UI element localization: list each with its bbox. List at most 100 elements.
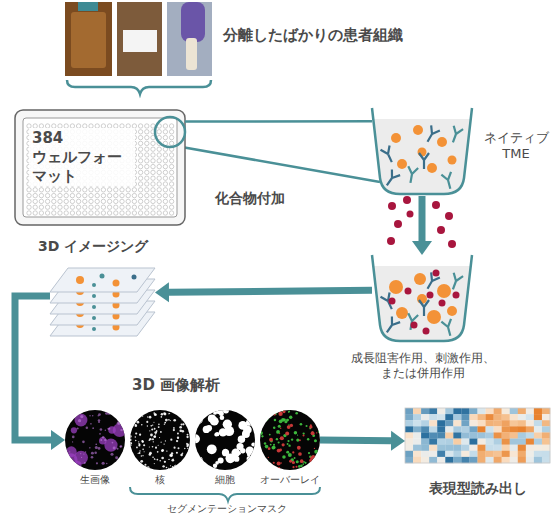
heatmap-cells-part	[478, 432, 486, 438]
micrograph-texture-part	[69, 451, 70, 452]
immune-cells-part	[406, 166, 419, 183]
micrograph-texture-part	[138, 443, 139, 444]
micrograph-texture-part	[234, 456, 240, 462]
micrograph-texture-part	[182, 453, 183, 454]
micrograph-texture-part	[120, 445, 122, 447]
compound-drops-part	[388, 202, 396, 210]
micrograph-texture-part	[150, 425, 152, 427]
micrograph-texture-part	[84, 462, 86, 464]
native-well: ネイティブ TME	[372, 108, 472, 196]
compound-drops-part	[387, 237, 395, 245]
micrograph-texture-part	[136, 412, 137, 413]
plate-wells-part	[138, 141, 142, 145]
plate-wells-part	[163, 135, 167, 139]
plate-wells-part	[95, 199, 99, 203]
micrograph-texture	[191, 407, 255, 468]
plate-wells-part	[33, 205, 37, 209]
micrograph-texture-part	[150, 434, 153, 437]
heatmap-cells-part	[510, 420, 518, 426]
micrograph-texture-part	[72, 441, 73, 442]
plate-wells-part	[39, 193, 43, 197]
heatmap-cells-part	[453, 426, 461, 432]
compound-drops-part	[389, 298, 396, 305]
micrograph-texture-part	[310, 424, 312, 426]
micrograph-texture-part	[165, 440, 166, 441]
heatmap-cells-part	[469, 457, 477, 463]
micrograph-texture-part	[117, 462, 125, 470]
micrograph-texture-part	[67, 410, 69, 412]
micrograph-texture-part	[118, 420, 120, 422]
micrograph-texture-part	[278, 441, 280, 443]
plate-wells-part	[70, 193, 74, 197]
micrograph-texture-part	[316, 413, 319, 416]
micrograph-texture-part	[139, 434, 141, 436]
micrograph-texture-part	[139, 467, 140, 468]
plate-wells-part	[52, 205, 56, 209]
micrograph-texture-part	[74, 416, 76, 418]
micrograph-texture-part	[207, 444, 217, 454]
micrograph-texture-part	[110, 453, 113, 456]
heatmap-cells-part	[518, 414, 526, 420]
micrograph-texture-part	[136, 446, 138, 448]
image-stack: 3D イメージング	[50, 268, 155, 338]
micrograph-texture-part	[81, 457, 82, 458]
micrograph-texture-part	[153, 441, 154, 442]
micrograph-texture-part	[180, 454, 183, 457]
micrograph-texture-part	[218, 457, 224, 463]
heatmap-cells-part	[486, 426, 494, 432]
micrograph-texture-part	[185, 410, 187, 412]
plate-wells-part	[157, 193, 161, 197]
plate-wells-part	[169, 193, 173, 197]
micrograph-texture-part	[310, 456, 313, 459]
immune-cells-part	[381, 146, 397, 165]
heatmap-cells-part	[445, 457, 453, 463]
plate-wells-part	[70, 199, 74, 203]
phenotype-heatmap-shape	[405, 408, 550, 463]
plate-wells-part	[101, 205, 105, 209]
micrograph-texture-part	[129, 444, 131, 446]
micrograph-texture-part	[289, 410, 291, 412]
micrograph-texture-part	[174, 465, 177, 468]
micrograph-texture-part	[117, 448, 119, 450]
plate-wells-part	[83, 193, 87, 197]
heatmap-cells-part	[421, 426, 429, 432]
well-plate: 384 ウェルフォー マット	[15, 110, 185, 225]
heatmap-cells-part	[478, 451, 486, 457]
micrograph-texture-part	[268, 447, 271, 450]
heatmap-cells-part	[413, 457, 421, 463]
micrograph-texture-part	[154, 428, 156, 430]
overlay-circle: オーバーレイ	[260, 410, 320, 470]
micrograph-texture-part	[186, 436, 188, 438]
micrograph-texture-part	[260, 421, 262, 423]
photo-group-part	[186, 38, 197, 70]
plate-wells-part	[163, 176, 167, 180]
plate-wells-part	[39, 205, 43, 209]
heatmap-cells-part	[453, 439, 461, 445]
heatmap-cells-part	[405, 414, 413, 420]
flow-arrow	[169, 290, 372, 292]
plate-wells-part	[107, 211, 111, 215]
micrograph-texture-part	[263, 460, 266, 463]
micrograph-texture-part	[292, 466, 294, 468]
micrograph-texture-part	[113, 446, 116, 449]
heatmap-cells-part	[510, 451, 518, 457]
heatmap-cells-part	[510, 457, 518, 463]
overlay-circle-shape	[260, 410, 320, 470]
plate-wells-part	[89, 199, 93, 203]
plate-wells-part	[95, 193, 99, 197]
image-stack-shape	[50, 268, 155, 338]
micrograph-texture-part	[186, 444, 189, 447]
plate-wells-part	[126, 205, 130, 209]
heatmap-cells-part	[526, 439, 534, 445]
micrograph-texture-part	[145, 411, 147, 413]
plate-wells-part	[126, 199, 130, 203]
plate-wells-part	[169, 205, 173, 209]
micrograph-texture-part	[162, 465, 164, 467]
micrograph-texture-part	[139, 452, 141, 454]
micrograph-texture-part	[191, 434, 200, 443]
heatmap-cells-part	[413, 445, 421, 451]
plate-wells-part	[126, 188, 130, 192]
plate-wells-part	[39, 188, 43, 192]
heatmap-cells-part	[405, 451, 413, 457]
